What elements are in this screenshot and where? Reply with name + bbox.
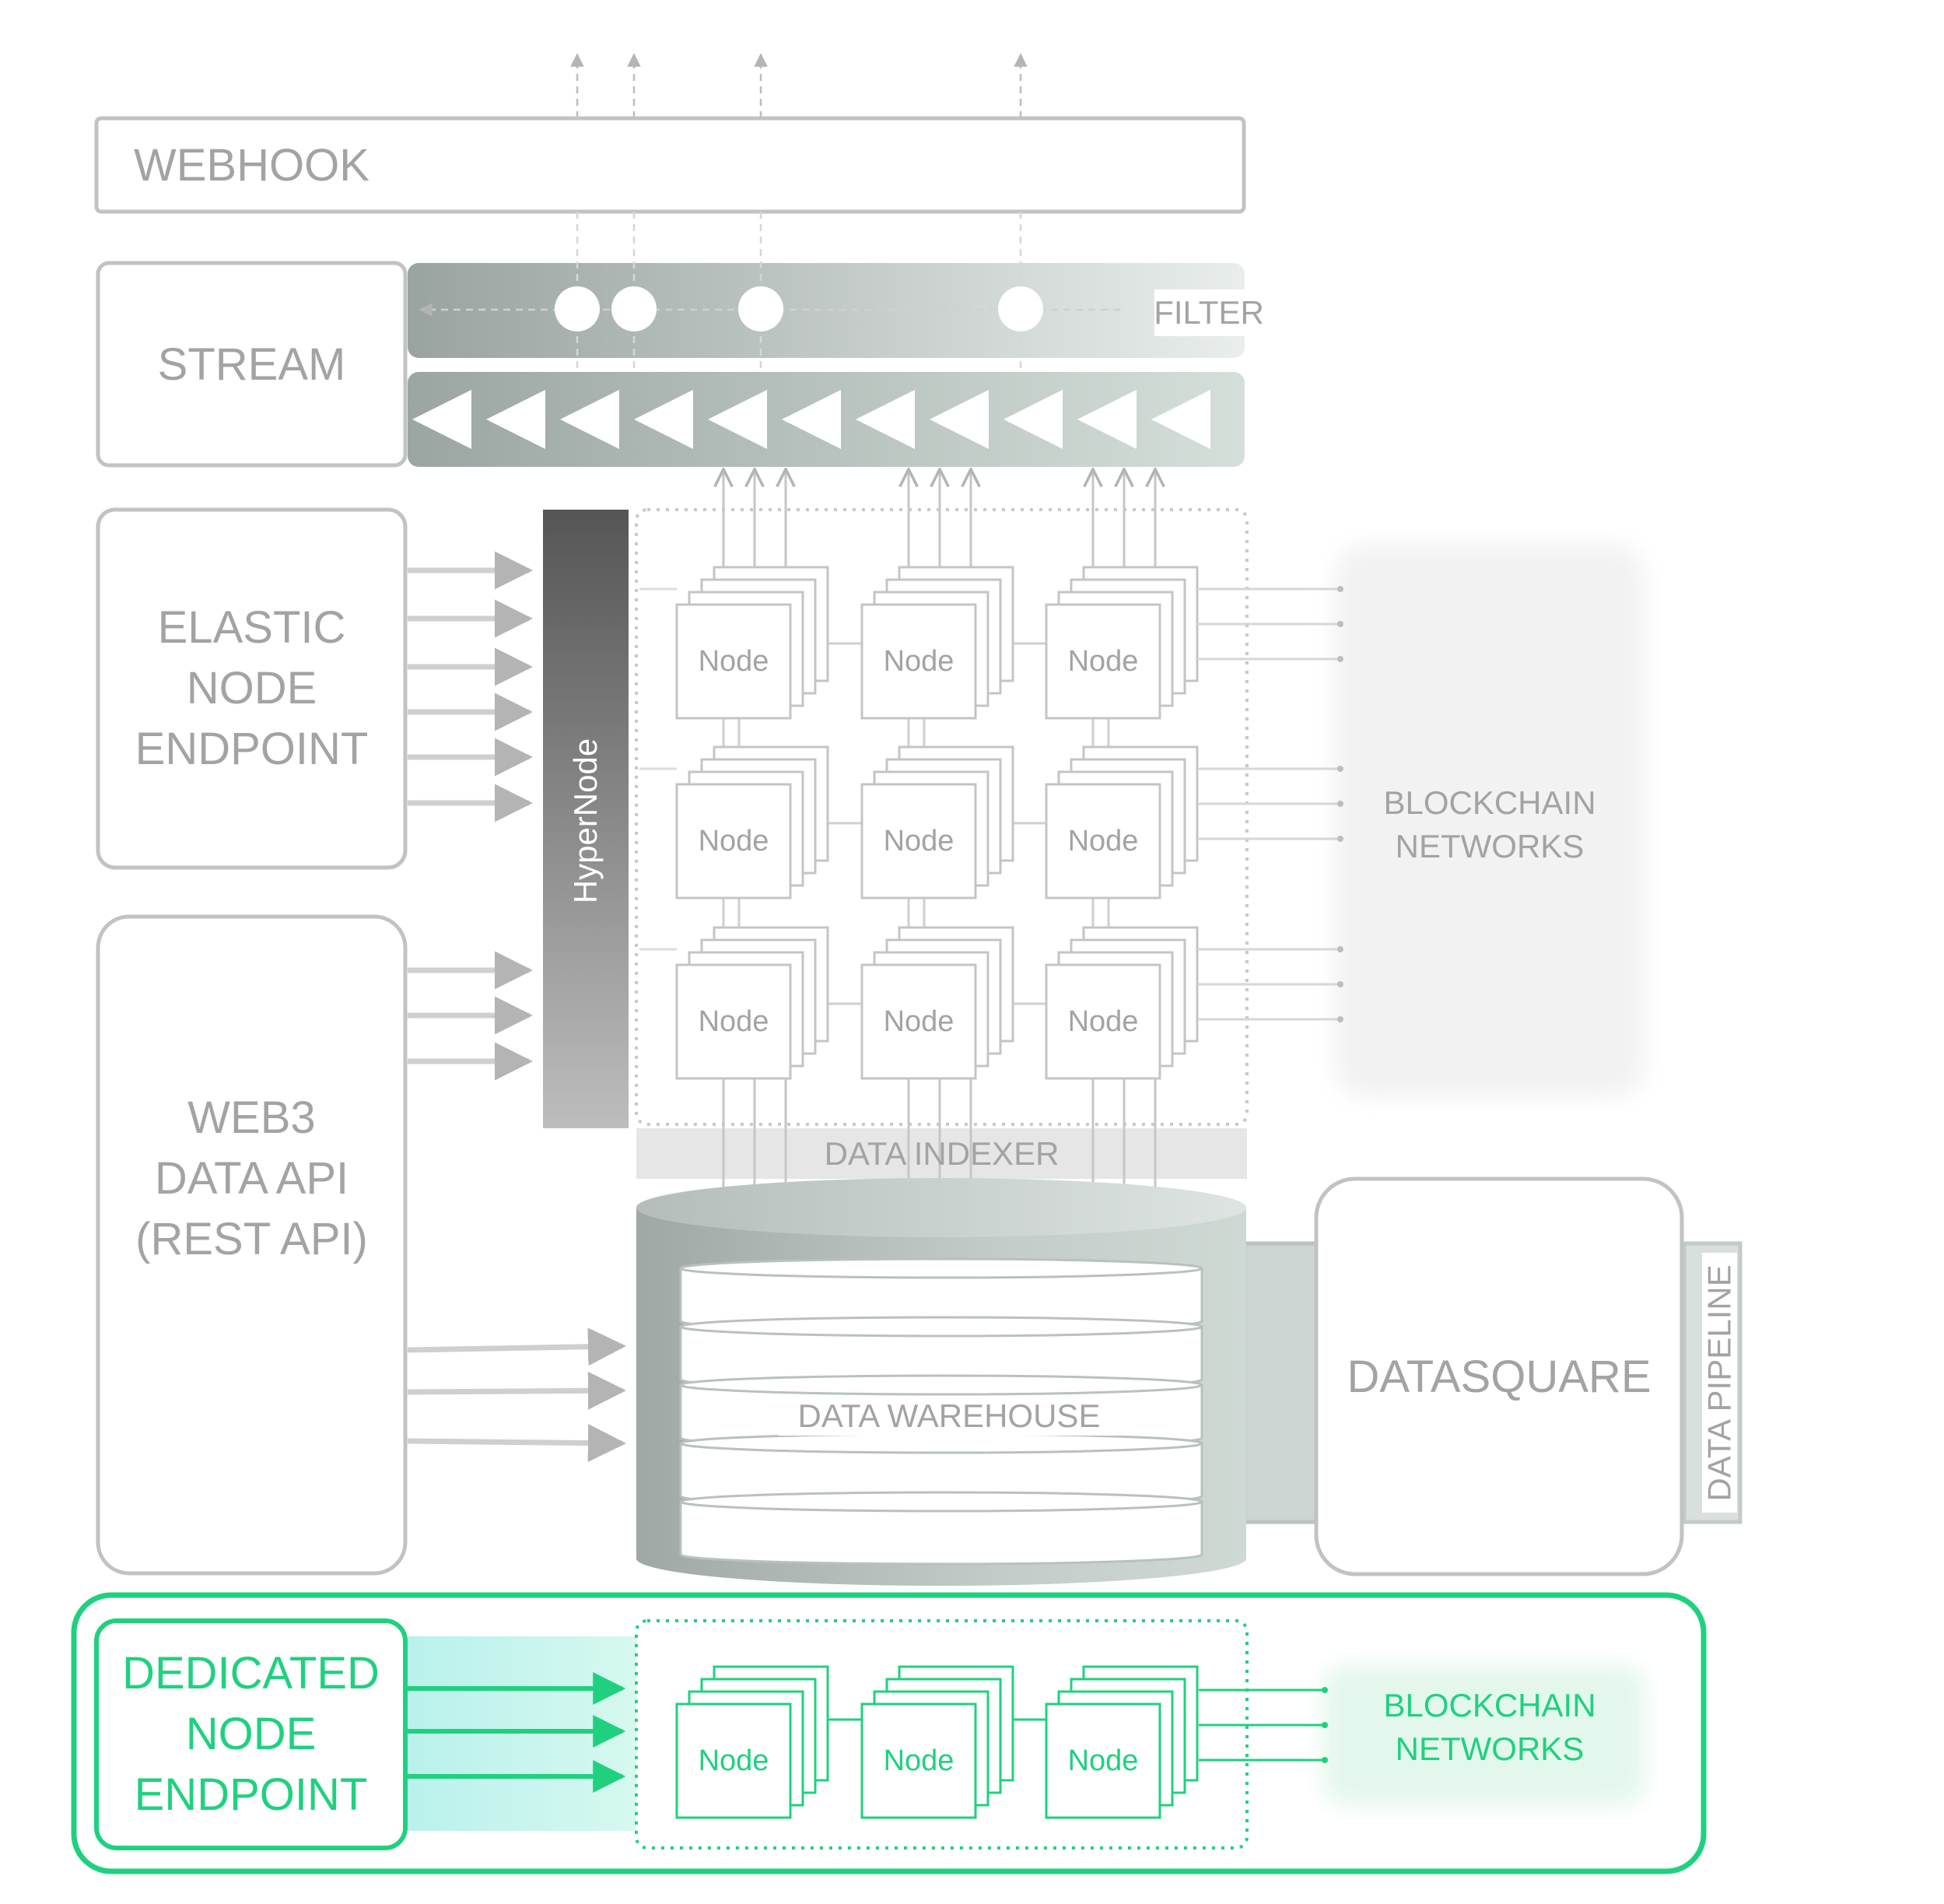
- hypernode-label: HyperNode: [567, 738, 604, 904]
- webhook-label: WEBHOOK: [134, 140, 370, 191]
- node-label: Node: [883, 644, 954, 678]
- elastic-node-endpoint-box: [96, 507, 408, 870]
- warehouse-label-bg: [778, 1397, 1120, 1436]
- dedicated-blockchain-networks-label: BLOCKCHAIN NETWORKS: [1383, 1687, 1596, 1767]
- webhook-box: [94, 116, 1246, 214]
- node-label: Node: [698, 644, 769, 678]
- stream-chevron: [1004, 390, 1063, 449]
- dedicated-node-endpoint-label: DEDICATED NODE ENDPOINT: [122, 1648, 380, 1820]
- data-indexer-bar: [636, 1128, 1247, 1179]
- dedicated-node-stack: [860, 1665, 1014, 1819]
- node-stack: [860, 745, 1014, 899]
- hypernode-bar: [543, 510, 629, 1128]
- dedicated-node-label: Node: [883, 1744, 954, 1777]
- networks-backdrop: [1334, 545, 1645, 1097]
- dedicated-network-dots: [1322, 1687, 1328, 1763]
- data-indexer-label: DATA INDEXER: [824, 1134, 1060, 1172]
- node-to-network-lines: [1199, 586, 1343, 1022]
- stream-chevron: [634, 390, 693, 449]
- stream-chevrons: [412, 390, 1210, 449]
- dedicated-node-row: [675, 1665, 1199, 1819]
- dedicated-node-container: [635, 1619, 1249, 1850]
- node-stack: [675, 566, 829, 720]
- stream-chevron: [708, 390, 767, 449]
- stream-chevron: [782, 390, 841, 449]
- dedicated-network-lines: [1199, 1688, 1322, 1762]
- node-label: Node: [883, 824, 954, 857]
- filter-band: [408, 263, 1245, 358]
- warehouse-datasquare-connector: [1242, 1241, 1319, 1524]
- node-stack: [1045, 745, 1199, 899]
- dedicated-input-arrows: [408, 1672, 626, 1793]
- dedicated-networks-backdrop: [1322, 1665, 1645, 1805]
- stream-box: [96, 261, 408, 468]
- node-stack: [860, 566, 1014, 720]
- elastic-node-endpoint-label: ELASTIC NODE ENDPOINT: [135, 602, 369, 774]
- web3-data-api-label: WEB3 DATA API (REST API): [135, 1092, 368, 1264]
- datasquare-label: DATASQUARE: [1347, 1351, 1652, 1402]
- node-label: Node: [883, 1005, 954, 1038]
- node-stack: [860, 926, 1014, 1080]
- data-pipeline-label: DATA PIPELINE: [1701, 1264, 1737, 1502]
- stream-chevron: [560, 390, 619, 449]
- stream-chevron: [486, 390, 545, 449]
- dedicated-node-label: Node: [1067, 1744, 1139, 1777]
- dedicated-node-stack: [675, 1665, 829, 1819]
- dedicated-node-stack: [1045, 1665, 1199, 1819]
- filter-label-bg: [1154, 289, 1263, 336]
- node-stack: [675, 926, 829, 1080]
- web3-to-warehouse-arrows: [407, 1327, 626, 1463]
- dedicated-node-endpoint-box: [94, 1618, 408, 1850]
- node-label: Node: [698, 824, 769, 857]
- stream-chevron: [1077, 390, 1137, 449]
- stream-chevron: [1151, 390, 1210, 449]
- node-label: Node: [1067, 824, 1139, 857]
- blockchain-networks-label: BLOCKCHAIN NETWORKS: [1383, 784, 1596, 864]
- warehouse-disk: [679, 1316, 1203, 1390]
- datasquare-box: [1314, 1176, 1684, 1576]
- node-stack: [1045, 926, 1199, 1080]
- stream-chevron: [930, 390, 989, 449]
- webhook-output-arrows: [570, 53, 1028, 118]
- dedicated-section-frame: [71, 1592, 1707, 1874]
- node-label: Node: [1067, 644, 1139, 678]
- filter-points: [555, 286, 1043, 331]
- node-label: Node: [1067, 1005, 1139, 1038]
- node-label: Node: [698, 1005, 769, 1038]
- node-stack: [1045, 566, 1199, 720]
- warehouse-disk: [679, 1491, 1203, 1566]
- web3-data-api-box: [96, 914, 408, 1576]
- elastic-to-hypernode-arrows: [408, 551, 533, 1081]
- stream-chevron: [856, 390, 915, 449]
- stream-chevron: [412, 390, 471, 449]
- node-grid: [639, 566, 1199, 1080]
- data-pipeline-label-bg: [1702, 1253, 1737, 1513]
- filter-label: FILTER: [1154, 294, 1264, 331]
- dedicated-node-label: Node: [698, 1744, 769, 1777]
- data-warehouse-label: DATA WAREHOUSE: [797, 1397, 1101, 1434]
- node-stack: [675, 745, 829, 899]
- stream-label: STREAM: [157, 338, 346, 390]
